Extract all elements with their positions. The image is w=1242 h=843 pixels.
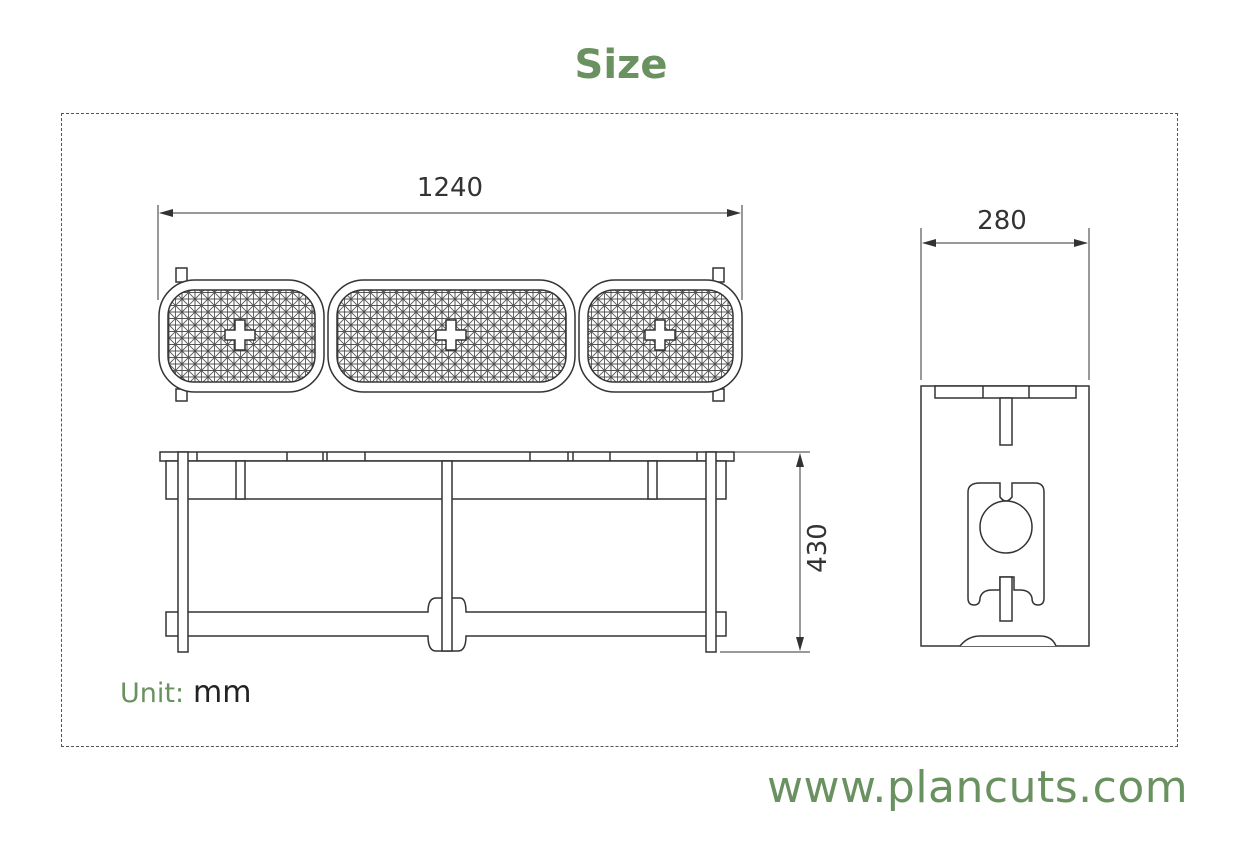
handle-cutout-left <box>224 319 256 351</box>
page-title: Size <box>574 42 668 88</box>
handle-cutout-right <box>644 319 676 351</box>
drawing-frame <box>61 113 1178 747</box>
front-view <box>159 451 810 653</box>
handle-cutout-middle <box>435 319 467 351</box>
top-view <box>157 205 743 402</box>
side-view <box>920 228 1090 647</box>
height-label: 430 <box>803 523 833 573</box>
unit-note: Unit: mm <box>120 675 251 710</box>
length-label: 1240 <box>417 173 483 203</box>
unit-label: Unit: <box>120 678 185 709</box>
depth-label: 280 <box>977 206 1027 236</box>
unit-value: mm <box>192 675 252 710</box>
website-url: www.plancuts.com <box>767 762 1189 813</box>
